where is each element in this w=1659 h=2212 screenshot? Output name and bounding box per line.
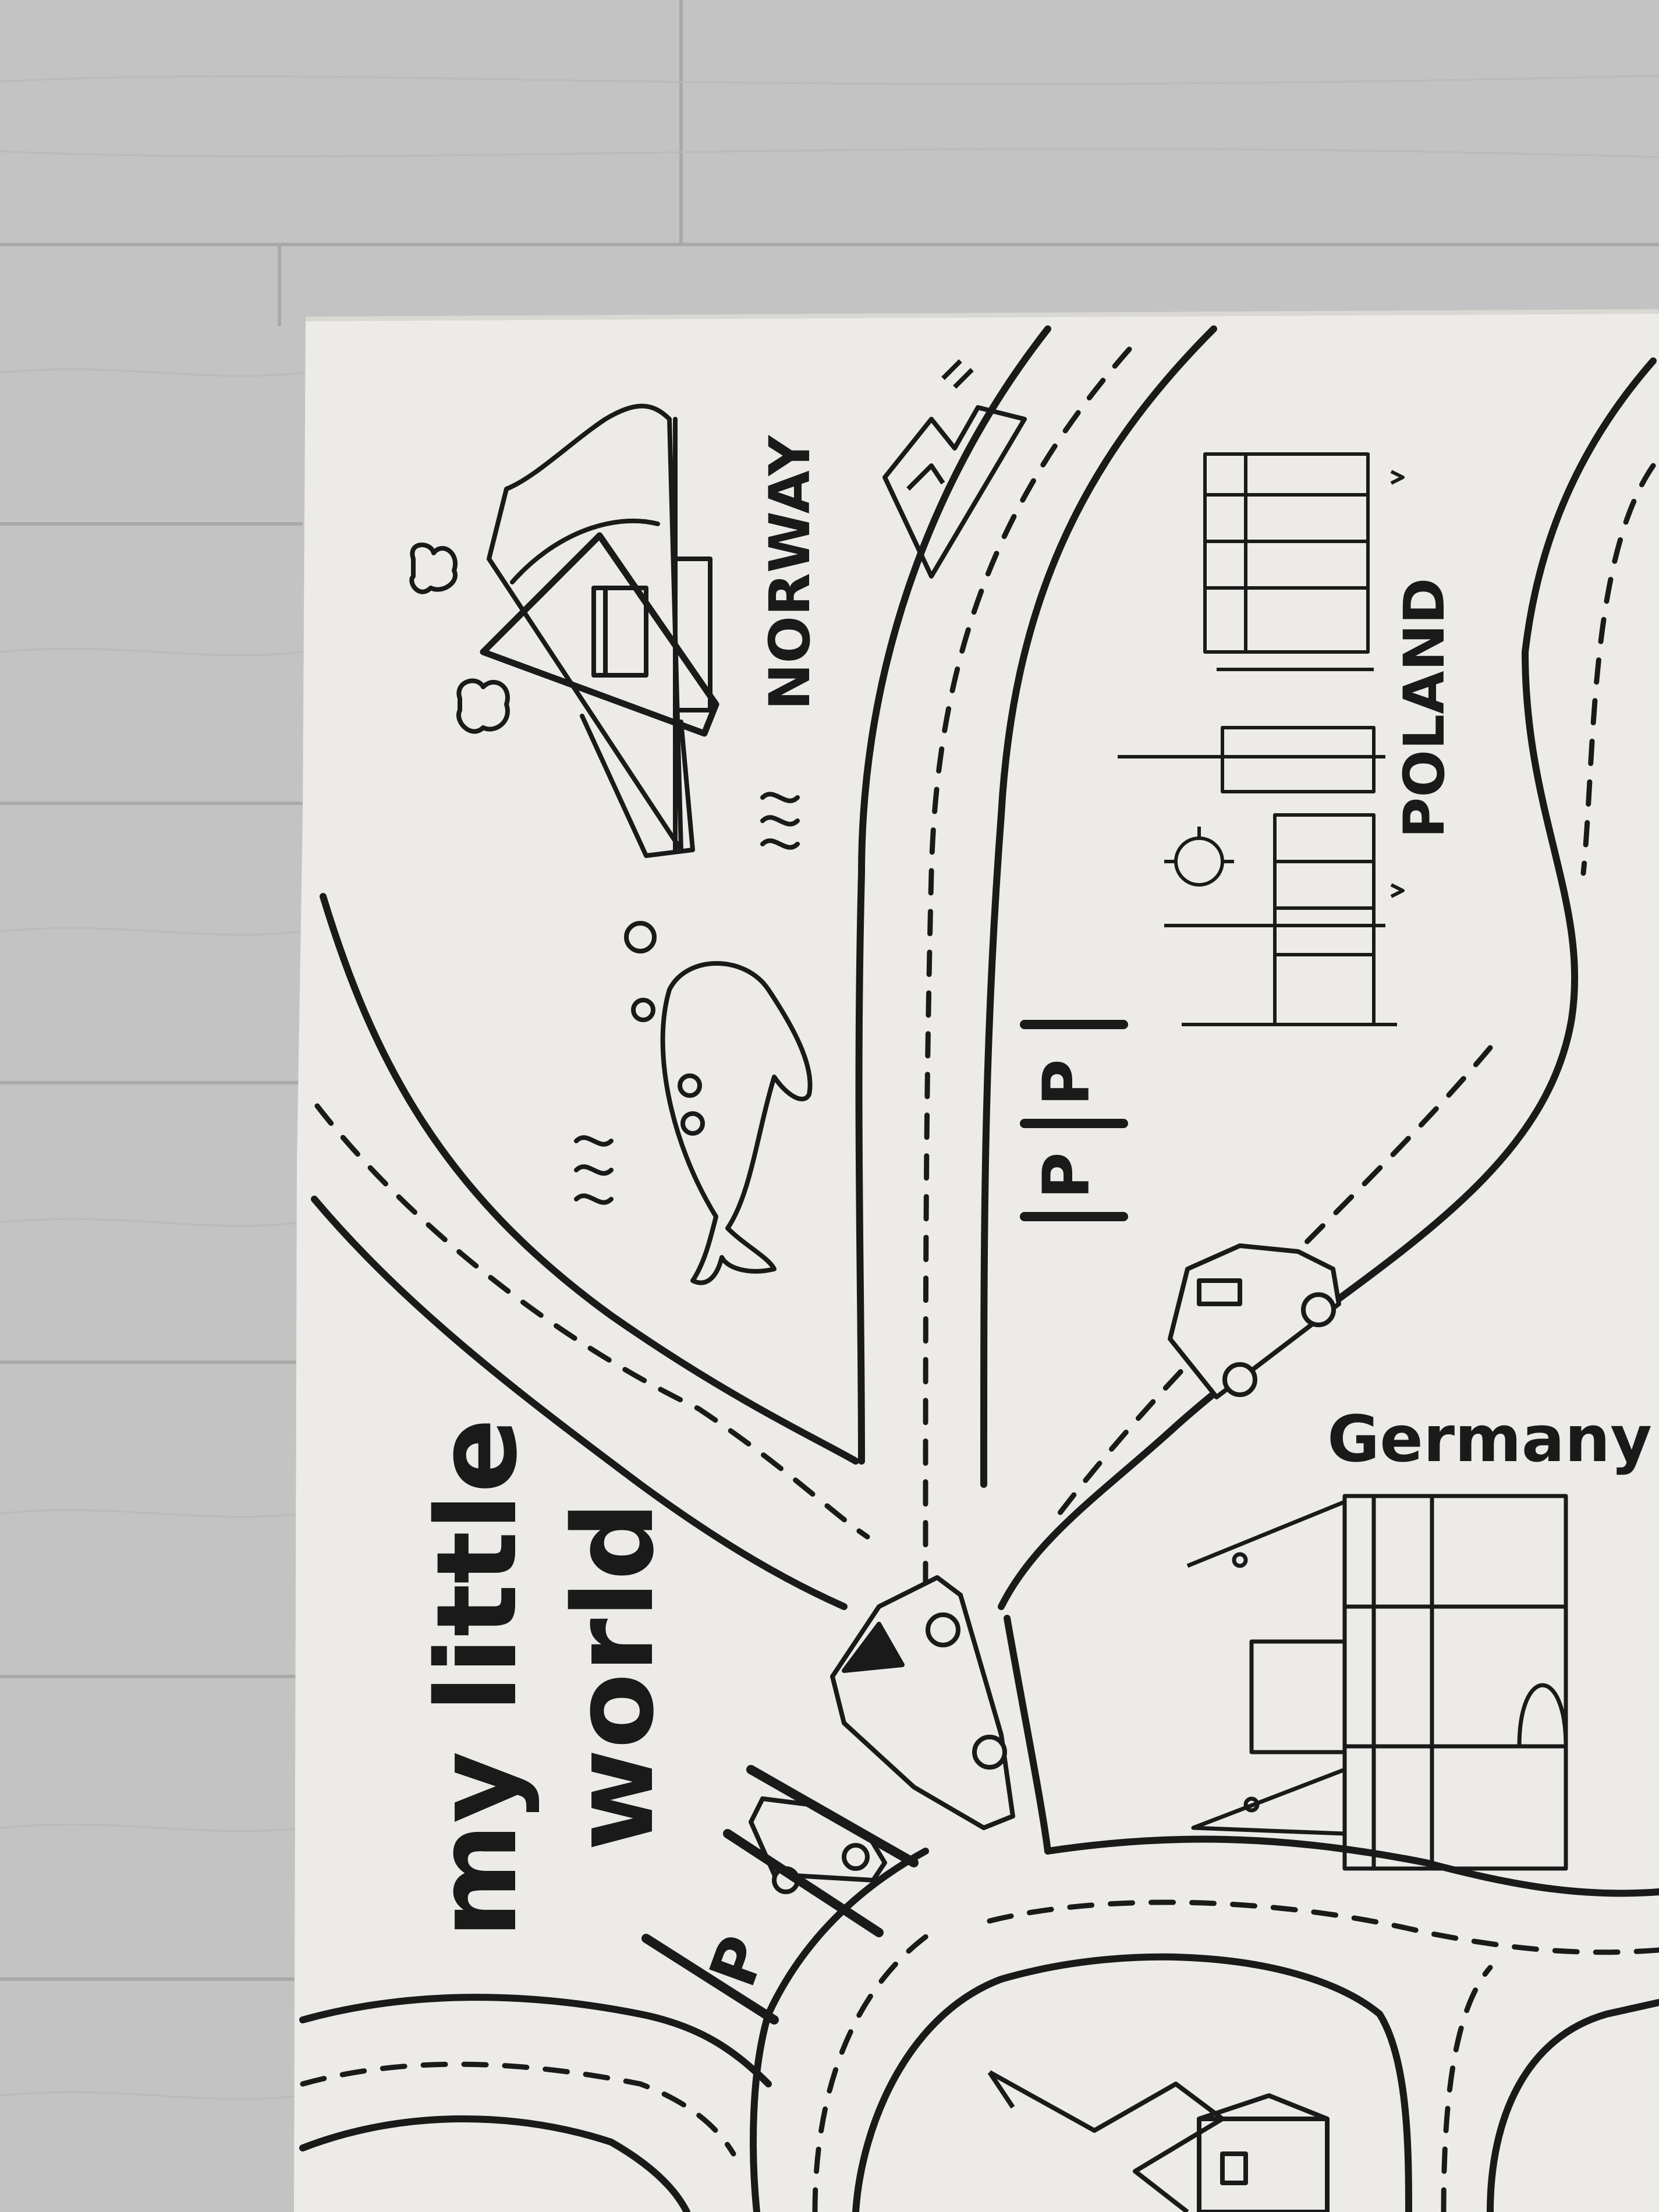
parking-sign-1: P bbox=[1029, 1059, 1104, 1106]
parking-sign-2: P bbox=[1029, 1152, 1104, 1199]
whale-illustration bbox=[574, 921, 813, 1285]
germany-castle-illustration bbox=[1186, 1494, 1568, 1871]
taxi-car-upper bbox=[1168, 1243, 1341, 1399]
road-bottom-left bbox=[299, 1994, 772, 2087]
poland-label: POLAND bbox=[1392, 578, 1457, 838]
norway-illustration bbox=[409, 403, 800, 858]
svg-text:P: P bbox=[1029, 1059, 1104, 1106]
road-junction-left bbox=[1004, 1615, 1051, 1855]
road-loop-right bbox=[1487, 1999, 1659, 2212]
norway-label: NORWAY bbox=[757, 434, 823, 710]
road-center-left bbox=[855, 325, 1051, 1465]
title-line-2: world bbox=[550, 1501, 678, 1851]
road-loop-inner bbox=[852, 1953, 1412, 2212]
road-left-outer bbox=[320, 893, 859, 1465]
parking-lines bbox=[641, 1020, 1128, 2025]
rug-surface bbox=[294, 311, 1659, 2212]
car-junction bbox=[830, 1575, 1015, 1830]
poland-illustration bbox=[1118, 452, 1405, 1026]
svg-text:P: P bbox=[1029, 1152, 1104, 1199]
road-center-right bbox=[980, 325, 1217, 1488]
road-loop-upper bbox=[1044, 1835, 1659, 1897]
germany-label: Germany bbox=[1327, 1402, 1652, 1476]
title-line-1: my little bbox=[413, 1418, 541, 1938]
mountain-icon bbox=[882, 359, 1027, 579]
road-right-outer bbox=[998, 357, 1657, 1610]
road-bottom-left-inner bbox=[299, 2115, 690, 2212]
windmill-illustration bbox=[987, 2070, 1330, 2212]
road-left-inner bbox=[311, 1196, 848, 1610]
